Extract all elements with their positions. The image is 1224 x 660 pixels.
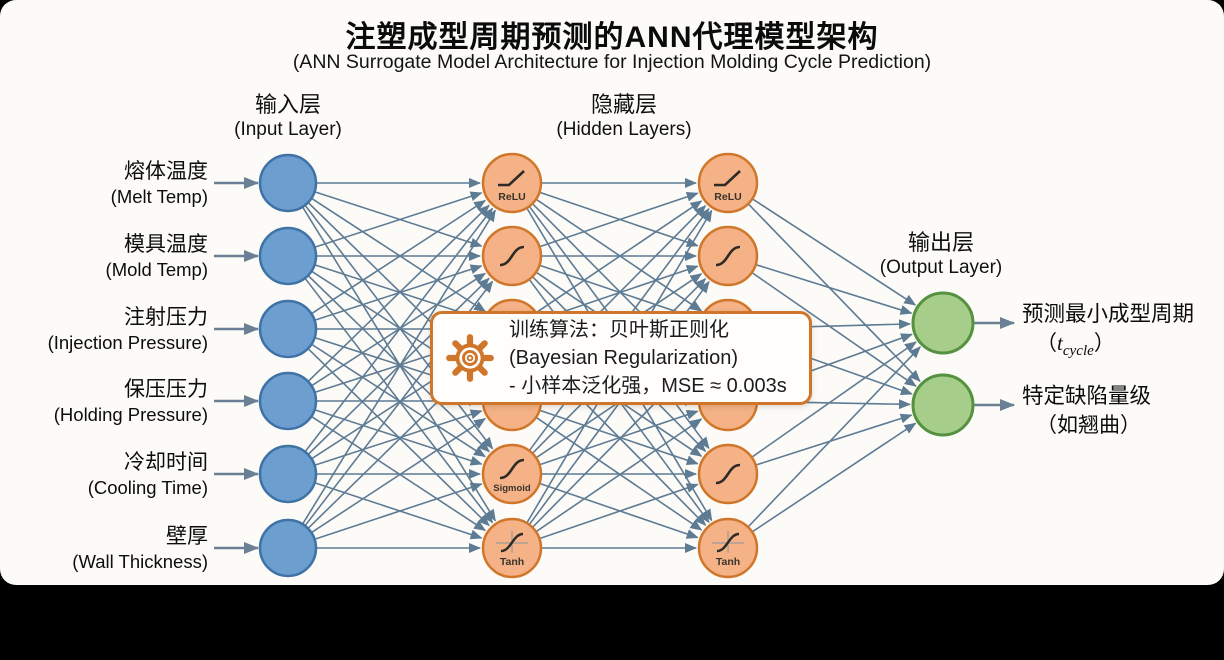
output-node-2 bbox=[911, 373, 975, 437]
input-node-5 bbox=[258, 444, 318, 504]
edge bbox=[539, 483, 699, 540]
gear-icon bbox=[446, 334, 494, 382]
edge bbox=[751, 198, 917, 306]
edge bbox=[755, 263, 913, 315]
edge bbox=[314, 190, 483, 248]
hidden-layer-title-zh: 隐藏层 bbox=[590, 92, 657, 117]
input-label-en: (Holding Pressure) bbox=[53, 404, 208, 425]
edge bbox=[747, 346, 921, 528]
input-node-1 bbox=[258, 153, 318, 213]
output-layer-title-en: (Output Layer) bbox=[879, 257, 1003, 278]
input-label-2: 模具温度 (Mold Temp) bbox=[0, 232, 208, 282]
output-label-zh: 预测最小成型周期 bbox=[1022, 302, 1195, 326]
output-label-en: （tcycle） bbox=[1036, 331, 1115, 360]
edge bbox=[747, 203, 921, 383]
edge bbox=[751, 422, 917, 533]
input-layer-heading: 输入层 (Input Layer) bbox=[138, 91, 438, 142]
training-callout-text: 训练算法：贝叶斯正则化 (Bayesian Regularization) - … bbox=[509, 316, 787, 400]
training-callout-line2: (Bayesian Regularization) bbox=[509, 347, 739, 369]
activation-label: ReLU bbox=[714, 191, 741, 203]
edge bbox=[539, 264, 699, 321]
edge bbox=[307, 274, 490, 453]
output-label-2: 特定缺陷量级 （如翘曲） bbox=[1022, 382, 1224, 440]
edge bbox=[539, 191, 699, 248]
edges bbox=[301, 178, 921, 553]
hidden1-node-5 bbox=[481, 443, 543, 505]
edge bbox=[314, 408, 483, 466]
edge bbox=[307, 204, 490, 383]
edge bbox=[314, 482, 483, 540]
input-label-5: 冷却时间 (Cooling Time) bbox=[0, 450, 208, 500]
input-label-zh: 保压压力 bbox=[124, 378, 208, 401]
edge bbox=[314, 191, 483, 249]
output-nodes bbox=[911, 291, 975, 437]
tanh-curve-icon bbox=[496, 531, 528, 553]
output-layer-title-zh: 输出层 bbox=[907, 230, 974, 255]
training-callout-line3: - 小样本泛化强，MSE ≈ 0.003s bbox=[509, 375, 787, 397]
edge bbox=[301, 209, 496, 525]
training-callout-line1: 训练算法：贝叶斯正则化 bbox=[509, 319, 729, 341]
edge bbox=[751, 271, 917, 387]
sigmoid-curve-icon bbox=[715, 463, 741, 485]
edge bbox=[314, 263, 483, 321]
edge bbox=[751, 341, 917, 458]
output-label-1: 预测最小成型周期 （tcycle） bbox=[1022, 300, 1224, 366]
hidden-layer-heading: 隐藏层 (Hidden Layers) bbox=[464, 91, 784, 142]
output-label-zh: 特定缺陷量级 bbox=[1022, 384, 1152, 408]
output-layer-heading: 输出层 (Output Layer) bbox=[791, 229, 1091, 280]
input-label-en: (Melt Temp) bbox=[110, 186, 208, 207]
input-label-en: (Wall Thickness) bbox=[72, 551, 208, 572]
edge bbox=[539, 191, 699, 248]
input-layer-title-en: (Input Layer) bbox=[234, 119, 342, 140]
sigmoid-curve-icon bbox=[499, 458, 525, 480]
relu-curve-icon bbox=[714, 170, 741, 187]
edge bbox=[310, 417, 487, 534]
input-node-3 bbox=[258, 299, 318, 359]
diagram-title: 注塑成型周期预测的ANN代理模型架构 bbox=[345, 21, 879, 54]
activation-label: Tanh bbox=[500, 556, 524, 568]
relu-curve-icon bbox=[498, 170, 525, 187]
input-node-2 bbox=[258, 226, 318, 286]
input-label-zh: 壁厚 bbox=[166, 525, 208, 548]
tanh-curve-icon bbox=[712, 531, 744, 553]
output-node-1 bbox=[911, 291, 975, 355]
activation-label: Tanh bbox=[716, 556, 740, 568]
hidden-layer-title-en: (Hidden Layers) bbox=[556, 119, 692, 140]
output-label-en: （如翘曲） bbox=[1036, 414, 1141, 437]
diagram-panel: ReLU Sigmoid Tanh ReLU Tanh 注塑成型周期预测的ANN代理… bbox=[0, 0, 1224, 585]
input-label-zh: 熔体温度 bbox=[124, 160, 208, 183]
edge bbox=[314, 482, 483, 540]
edge bbox=[311, 199, 487, 315]
diagram-subtitle: (ANN Surrogate Model Architecture for In… bbox=[292, 51, 932, 73]
input-node-4 bbox=[258, 371, 318, 431]
edge bbox=[304, 207, 494, 453]
input-label-en: (Injection Pressure) bbox=[47, 332, 208, 353]
input-node-6 bbox=[258, 518, 318, 578]
input-layer-title-zh: 输入层 bbox=[254, 92, 321, 117]
edge bbox=[755, 413, 913, 466]
input-label-zh: 注射压力 bbox=[124, 306, 208, 329]
input-nodes bbox=[258, 153, 318, 578]
input-label-en: (Mold Temp) bbox=[105, 259, 208, 280]
input-label-1: 熔体温度 (Melt Temp) bbox=[0, 159, 208, 209]
training-callout: 训练算法：贝叶斯正则化 (Bayesian Regularization) - … bbox=[430, 311, 812, 405]
input-label-zh: 冷却时间 bbox=[124, 451, 208, 474]
stub-arrows bbox=[214, 177, 1015, 554]
input-label-en: (Cooling Time) bbox=[87, 477, 208, 498]
sigmoid-curve-icon bbox=[499, 245, 525, 267]
activation-label: Sigmoid bbox=[493, 483, 531, 494]
activation-label: ReLU bbox=[498, 191, 525, 203]
input-label-zh: 模具温度 bbox=[124, 233, 208, 256]
sigmoid-curve-icon bbox=[715, 245, 741, 267]
edge bbox=[314, 409, 483, 467]
edge bbox=[535, 200, 703, 314]
edge bbox=[535, 418, 703, 533]
input-label-4: 保压压力 (Holding Pressure) bbox=[0, 377, 208, 427]
input-label-6: 壁厚 (Wall Thickness) bbox=[0, 524, 208, 574]
input-label-3: 注射压力 (Injection Pressure) bbox=[0, 305, 208, 355]
